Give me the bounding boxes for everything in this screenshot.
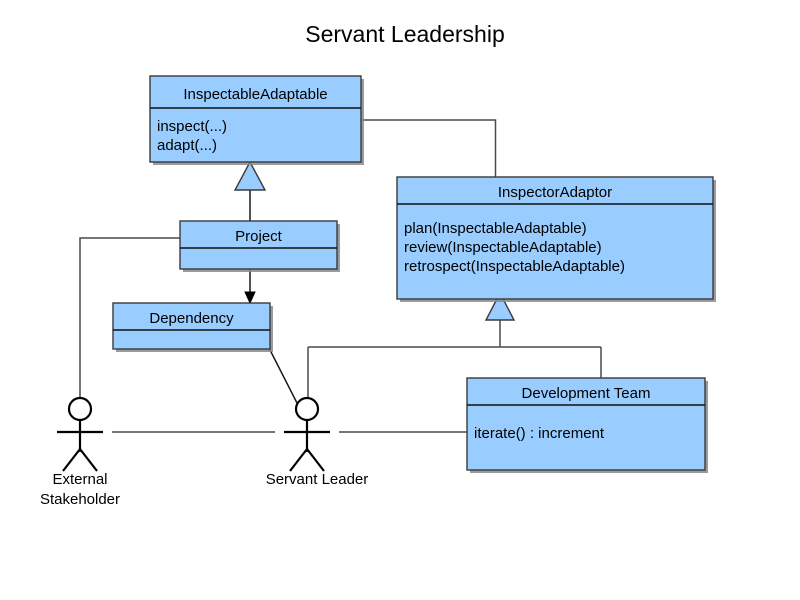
actor-servant-leader[interactable]: Servant Leader	[266, 396, 369, 488]
edge-dependency-assoc-servant-leader[interactable]	[268, 347, 298, 404]
actor-label-line: Servant Leader	[266, 471, 369, 488]
class-name-label: Development Team	[522, 385, 651, 402]
arrowhead-dependency	[244, 291, 256, 305]
edge-inspectable-adaptable-assoc-inspector-adaptor[interactable]	[361, 119, 497, 177]
class-name-label: Dependency	[149, 310, 234, 327]
class-box-dependency[interactable]: Dependency	[112, 302, 273, 352]
class-member-label: inspect(...)	[157, 118, 227, 135]
generalization-arrowhead-inspectable-adaptable	[233, 160, 267, 191]
class-box-project[interactable]: Project	[179, 220, 340, 272]
class-name-label: InspectorAdaptor	[498, 184, 612, 201]
actor-left-leg-icon	[289, 448, 308, 472]
class-member-label: retrospect(InspectableAdaptable)	[404, 258, 625, 275]
actor-label-line: External	[52, 471, 107, 488]
edge-generalization-fork-inspector-adaptor[interactable]	[307, 320, 602, 398]
relationship-layer	[79, 119, 602, 433]
class-member-label: plan(InspectableAdaptable)	[404, 220, 587, 237]
class-member-label: adapt(...)	[157, 137, 217, 154]
class-name-label: InspectableAdaptable	[183, 86, 327, 103]
edge-project-assoc-external-stakeholder[interactable]	[79, 237, 180, 398]
generalization-arrowhead-inspector-adaptor	[484, 291, 516, 321]
class-box-body	[149, 75, 362, 163]
class-box-body	[112, 302, 271, 350]
actor-layer: External Stakeholder Servant Leader	[40, 396, 369, 508]
actor-label-line: Stakeholder	[40, 491, 120, 508]
actor-left-leg-icon	[62, 448, 81, 472]
class-box-development-team[interactable]: Development Team iterate() : increment	[466, 377, 708, 473]
class-box-body	[396, 176, 714, 300]
class-member-label: iterate() : increment	[474, 425, 605, 442]
class-box-body	[466, 377, 706, 471]
class-box-inspectable-adaptable[interactable]: InspectableAdaptable inspect(...) adapt(…	[149, 75, 364, 165]
class-name-label: Project	[235, 228, 283, 245]
class-box-body	[179, 220, 338, 270]
class-box-inspector-adaptor[interactable]: InspectorAdaptor plan(InspectableAdaptab…	[396, 176, 716, 302]
class-member-label: review(InspectableAdaptable)	[404, 239, 602, 256]
actor-right-leg-icon	[79, 448, 98, 472]
page-title: Servant Leadership	[305, 21, 504, 47]
actor-right-leg-icon	[306, 448, 325, 472]
actor-external-stakeholder[interactable]: External Stakeholder	[40, 396, 120, 508]
class-layer: InspectableAdaptable inspect(...) adapt(…	[112, 75, 716, 473]
